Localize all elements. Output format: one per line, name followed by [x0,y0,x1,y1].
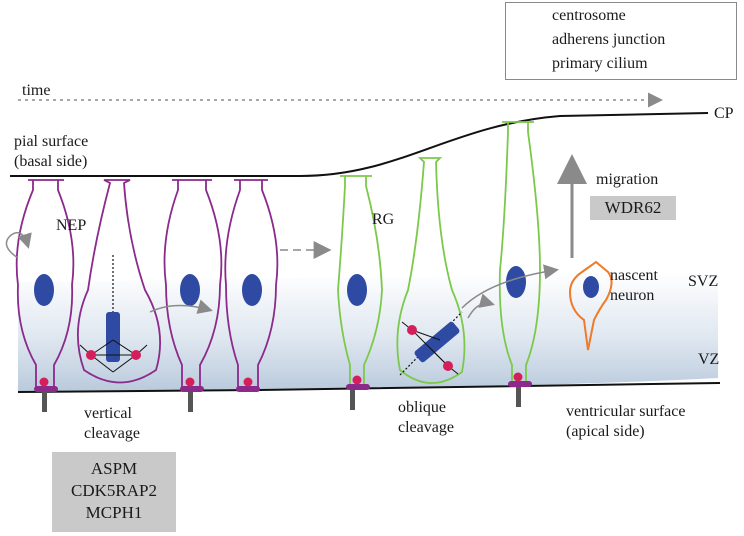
vertical-spindle [79,255,148,373]
legend: centrosome adherens junction primary cil… [505,2,737,80]
legend-row-cilium: primary cilium [506,54,736,76]
oblique-spindle [399,311,463,376]
nep-cell-dividing [77,179,161,384]
nep-cell-4 [224,179,279,390]
wdr62-box: WDR62 [590,196,676,220]
nep-nucleus-1 [34,274,54,306]
neuron-nucleus [583,276,599,298]
nascent-label-line2: neuron [610,287,655,304]
to-neuron-arrow [461,264,559,309]
apical-structures [34,372,532,412]
vz-label: VZ [698,351,720,368]
nep-cell-3 [163,179,223,390]
oblique-label-line2: cleavage [398,419,454,436]
migration-label: migration [596,171,659,188]
division-arrow-nep [149,299,213,314]
ventricular-label-line1: ventricular surface [566,403,686,420]
self-renew-arrow [5,231,32,259]
legend-junction-label: adherens junction [552,31,666,48]
nep-nucleus-3 [180,274,200,306]
nep-nucleus-4 [242,274,262,306]
oblique-label-line1: oblique [398,399,446,416]
svz-label: SVZ [688,273,719,290]
nascent-label-line1: nascent [610,267,658,284]
gene-cdk5rap2: CDK5RAP2 [71,481,157,500]
gene-mcph1: MCPH1 [85,503,143,522]
nascent-neuron [568,260,613,351]
vertical-label-line1: vertical [84,405,132,422]
pial-label-line2: (basal side) [14,153,88,170]
ventricular-surface-line [17,382,721,393]
pial-label-line1: pial surface [14,133,89,150]
legend-row-centrosome: centrosome [506,6,736,28]
wdr62-label: WDR62 [604,198,662,217]
gene-aspm: ASPM [90,459,138,478]
legend-cilium-label: primary cilium [552,55,648,72]
rg-nucleus-1 [347,274,367,306]
nep-label: NEP [56,217,87,234]
legend-row-junction: adherens junction [506,30,736,52]
rg-cell-1 [337,175,383,388]
legend-centrosome-label: centrosome [552,7,626,24]
rg-cell-3 [498,121,541,385]
gene-box: ASPM CDK5RAP2 MCPH1 [52,452,176,532]
rg-cell-dividing [396,157,466,384]
cp-label: CP [714,105,734,122]
rg-nucleus-3 [506,266,526,298]
pial-surface-line [10,112,709,177]
rg-label: RG [372,211,395,228]
division-arrow-rg [467,293,495,319]
time-label: time [22,82,51,99]
nep-cell-1 [15,179,75,390]
ventricular-label-line2: (apical side) [566,423,645,440]
vertical-label-line2: cleavage [84,425,140,442]
